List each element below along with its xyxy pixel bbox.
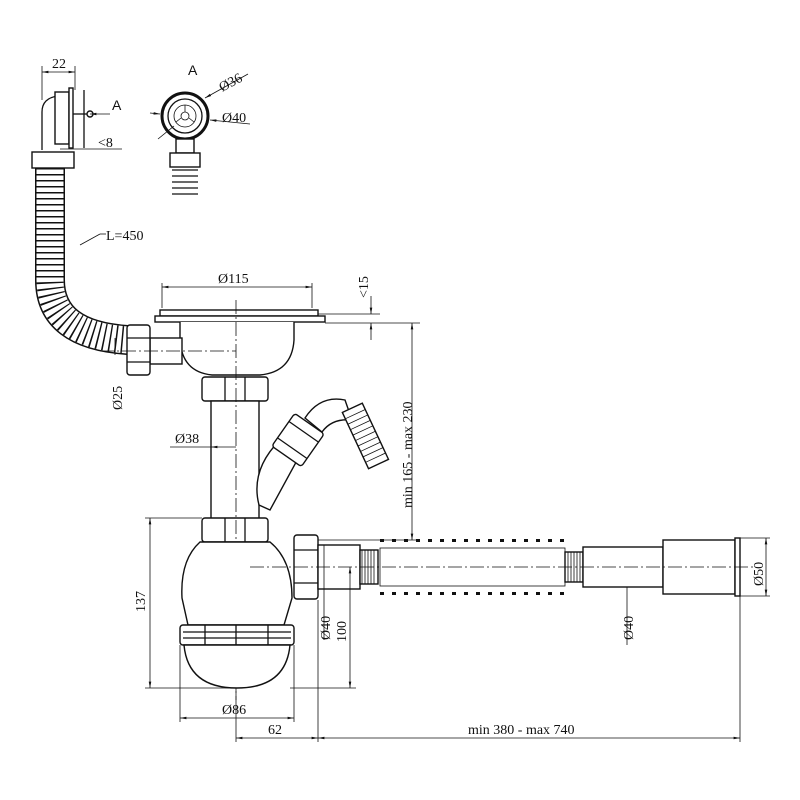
dim-22: 22 bbox=[52, 57, 66, 72]
overflow-hose bbox=[35, 168, 130, 355]
outlet-assembly bbox=[250, 534, 755, 600]
height-range: min 165 - max 230 bbox=[401, 401, 416, 508]
view-a-title: A bbox=[188, 62, 198, 78]
bottle-trap bbox=[179, 541, 295, 689]
dia-40-top: Ø40 bbox=[222, 111, 246, 126]
hose-length: L=450 bbox=[106, 229, 143, 244]
dim-lt-15: <15 bbox=[357, 276, 372, 298]
appliance-branch bbox=[256, 398, 390, 511]
sink-strainer bbox=[100, 309, 326, 376]
dia-86: Ø86 bbox=[222, 703, 246, 718]
dim-lt-8: <8 bbox=[98, 136, 113, 151]
dim-100-label: 100 bbox=[335, 621, 350, 642]
length-range: min 380 - max 740 bbox=[468, 723, 575, 738]
dia-50: Ø50 bbox=[752, 562, 767, 586]
overflow-front-view-a bbox=[149, 73, 251, 195]
dia-25: Ø25 bbox=[111, 386, 126, 410]
dia-38: Ø38 bbox=[175, 432, 199, 447]
dia-40-outlet: Ø40 bbox=[319, 616, 334, 640]
overflow-side-view bbox=[31, 66, 122, 169]
dim-62: 62 bbox=[268, 723, 282, 738]
vertical-pipe bbox=[201, 300, 269, 700]
dia-36: Ø36 bbox=[217, 71, 245, 96]
dia-115: Ø115 bbox=[218, 272, 249, 287]
view-a-arrow-label: A bbox=[112, 97, 122, 113]
dim-137: 137 bbox=[134, 591, 149, 612]
dia-40-hose: Ø40 bbox=[622, 616, 637, 640]
